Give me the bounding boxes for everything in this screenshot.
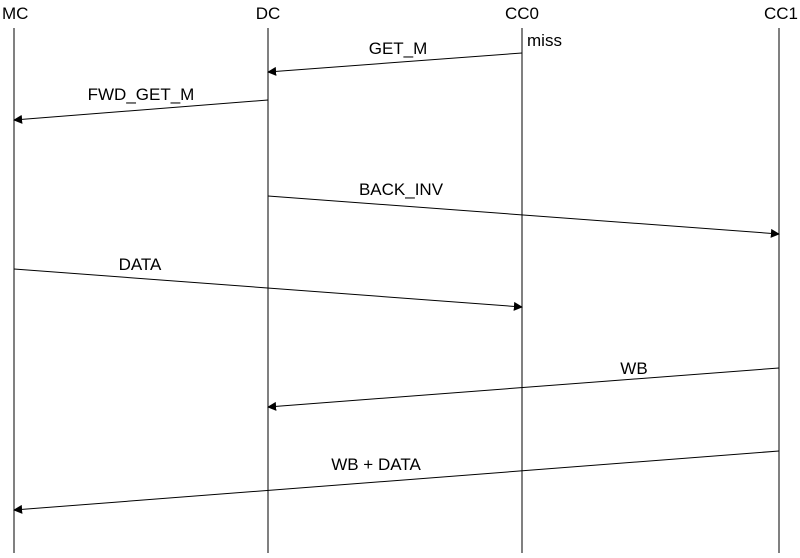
message-data-arrow xyxy=(13,268,523,311)
message-fwd-get-m-arrow xyxy=(13,99,269,124)
message-wb-label: WB xyxy=(620,359,647,378)
message-wb-data: WB + DATA xyxy=(13,450,780,514)
message-fwd-get-m-label: FWD_GET_M xyxy=(88,85,195,104)
message-wb-data-arrow xyxy=(13,450,780,514)
participant-label-dc: DC xyxy=(256,4,281,23)
message-get-m-label: GET_M xyxy=(369,39,428,58)
participant-label-mc: MC xyxy=(2,4,28,23)
message-back-inv-arrow xyxy=(267,195,780,238)
miss-note: miss xyxy=(527,31,562,50)
participant-label-cc0: CC0 xyxy=(505,4,539,23)
message-fwd-get-m: FWD_GET_M xyxy=(13,85,269,124)
message-back-inv: BACK_INV xyxy=(267,180,780,238)
message-wb: WB xyxy=(267,359,780,411)
message-get-m-arrow xyxy=(267,52,523,76)
participant-label-cc1: CC1 xyxy=(764,4,798,23)
message-wb-arrow xyxy=(267,367,780,411)
message-get-m: GET_M xyxy=(267,39,523,76)
message-data: DATA xyxy=(13,255,523,311)
message-back-inv-label: BACK_INV xyxy=(359,180,444,199)
message-wb-data-label: WB + DATA xyxy=(331,455,421,474)
message-data-label: DATA xyxy=(119,255,162,274)
